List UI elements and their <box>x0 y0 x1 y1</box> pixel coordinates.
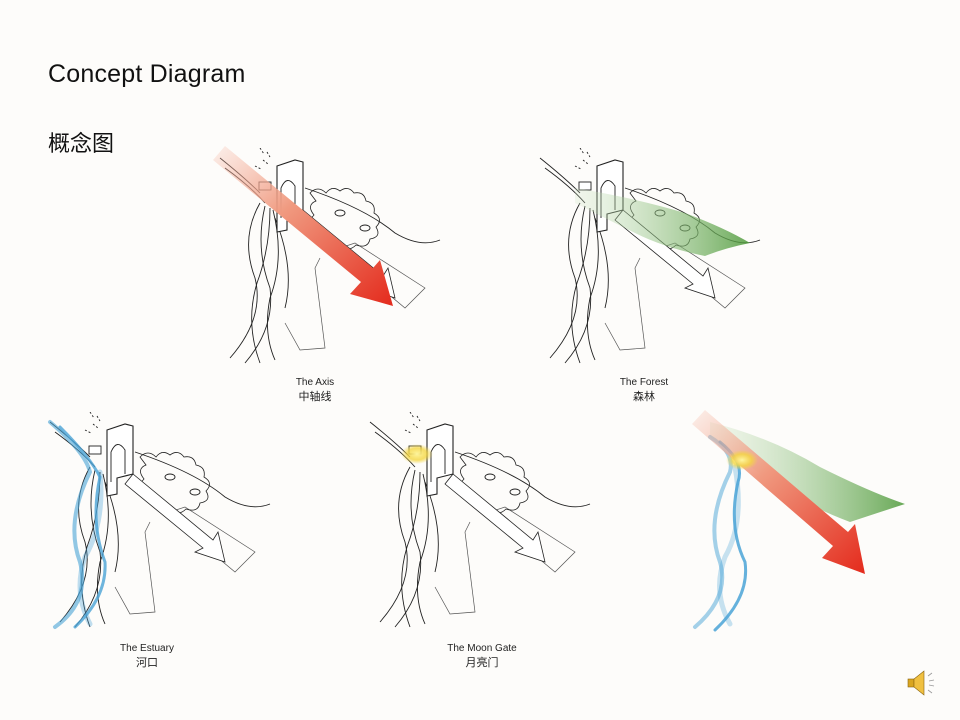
caption-zh: 河口 <box>136 656 158 669</box>
forest-diagram <box>535 148 775 378</box>
axis-diagram <box>213 146 455 378</box>
site-sketch <box>369 412 591 628</box>
slide-title: Concept Diagram <box>48 60 246 88</box>
caption-zh: 中轴线 <box>298 390 332 403</box>
caption-estuary: The Estuary 河口 <box>67 642 227 670</box>
caption-forest: The Forest 森林 <box>564 376 724 404</box>
caption-zh: 森林 <box>633 390 655 403</box>
moon-gate-diagram <box>365 412 605 642</box>
site-sketch <box>539 148 761 364</box>
composite-diagram <box>690 410 930 642</box>
caption-en: The Moon Gate <box>447 643 517 654</box>
caption-axis: The Axis 中轴线 <box>235 376 395 404</box>
caption-zh: 月亮门 <box>465 656 499 669</box>
moon-gate-glow <box>401 444 433 464</box>
forest-band <box>575 188 750 256</box>
speaker-icon[interactable] <box>905 668 939 698</box>
estuary-diagram <box>45 412 285 642</box>
axis-arrow <box>213 146 393 306</box>
caption-en: The Estuary <box>120 643 174 654</box>
moon-gate-glow <box>726 450 758 470</box>
caption-moon-gate: The Moon Gate 月亮门 <box>402 642 562 670</box>
slide-subtitle: 概念图 <box>48 132 115 157</box>
caption-en: The Forest <box>619 377 669 388</box>
estuary-streams <box>48 420 107 629</box>
caption-en: The Axis <box>295 377 335 388</box>
forest-band <box>710 422 905 522</box>
